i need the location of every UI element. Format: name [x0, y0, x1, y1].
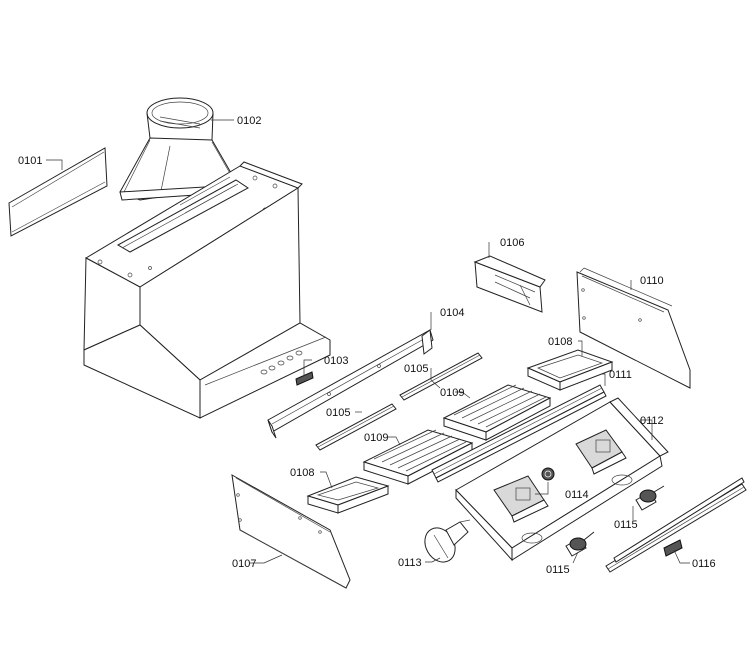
label-0111: 0111: [609, 369, 632, 381]
part-0108-tray-upper: [526, 349, 614, 391]
label-0104: 0104: [440, 307, 464, 319]
part-0101-panel: [8, 147, 108, 237]
label-0107: 0107: [232, 558, 256, 570]
hood-body: [83, 161, 331, 419]
label-0103: 0103: [324, 355, 348, 367]
label-0108-lower: 0108: [290, 467, 314, 479]
label-0115-left: 0115: [546, 564, 570, 576]
label-0109-upper: 0109: [440, 387, 464, 399]
part-0111-rail: [431, 384, 607, 483]
label-0109-lower: 0109: [364, 432, 388, 444]
label-0115-right: 0115: [614, 519, 638, 531]
part-0112-liner: [455, 397, 669, 562]
leader-lines: [46, 119, 690, 564]
label-0105-lower: 0105: [326, 407, 350, 419]
part-0105-strip-upper: [399, 352, 483, 401]
label-0108-upper: 0108: [548, 336, 572, 348]
part-0104-rail: [267, 329, 434, 439]
label-0114: 0114: [565, 489, 589, 501]
label-0106: 0106: [500, 237, 524, 249]
part-0105-strip-lower: [315, 403, 397, 451]
label-0102: 0102: [237, 115, 261, 127]
label-0116: 0116: [692, 558, 716, 570]
part-0109-filter-lower: [362, 429, 474, 485]
part-0108-tray-lower: [306, 476, 390, 514]
label-0112: 0112: [640, 415, 664, 427]
part-0113-lamp: [424, 519, 471, 563]
part-0116-trim: [605, 477, 747, 573]
part-0115-bulb-left: [565, 531, 595, 557]
part-0109-filter-upper: [442, 384, 552, 441]
part-0107-side-panel: [231, 474, 351, 589]
label-0110: 0110: [640, 275, 664, 287]
label-0101: 0101: [18, 155, 42, 167]
label-0105-upper: 0105: [404, 363, 428, 375]
part-0115-bulb-right: [635, 485, 665, 511]
label-0113: 0113: [398, 557, 422, 569]
part-0114-knob: [541, 467, 555, 481]
part-0110-side-panel: [576, 267, 691, 389]
part-0106-bracket: [473, 255, 546, 313]
